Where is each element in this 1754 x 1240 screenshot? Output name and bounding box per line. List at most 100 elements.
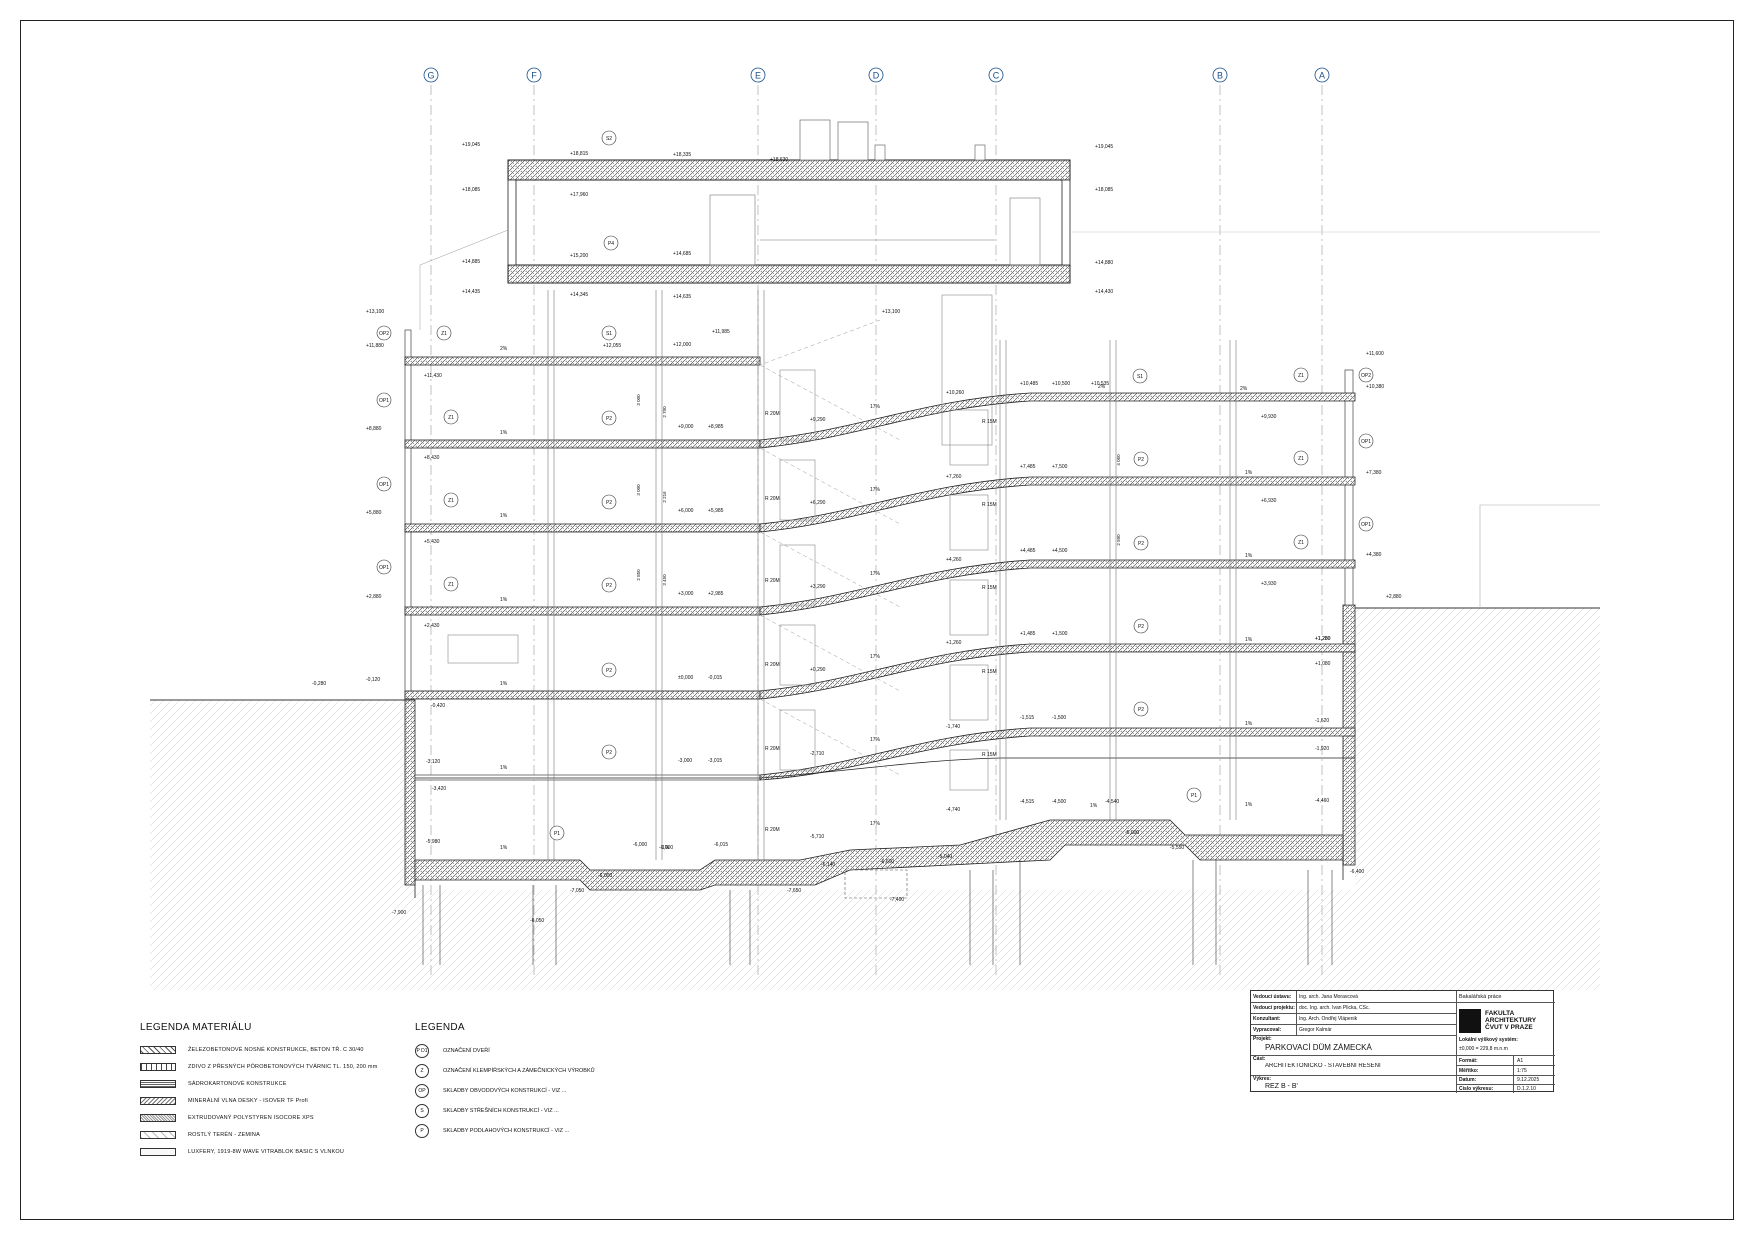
level-label: +7,380 [1366,470,1382,476]
level-label: +13,100 [366,309,384,315]
level-label: +4,380 [1366,552,1382,558]
tag-label: S2 [606,136,612,142]
author-value: Gregor Kalmár [1299,1027,1332,1033]
level-label: +18,815 [570,151,588,157]
tag-label: Z1 [448,498,454,504]
tag-bubble-icon [1133,701,1149,717]
level-label: +18,085 [462,187,480,193]
sheet-frame [20,20,1734,1220]
level-label: +10,535 [1091,381,1109,387]
tag-bubble-icon [443,409,459,425]
project-label: Projekt: [1253,1036,1272,1042]
radius-label: R 15M [982,419,997,425]
level-label: +11,430 [424,373,442,379]
level-label: +2,985 [708,591,724,597]
level-label: +9,000 [678,424,694,430]
level-label: +10,485 [1020,381,1038,387]
level-label: -5,980 [426,839,440,845]
tag-label: P2 [606,750,612,756]
slope-label: 2% [500,346,508,352]
level-label: -3,015 [708,758,722,764]
tag-bubble-icon [601,662,617,678]
grid-axis-bubble [1212,67,1228,83]
level-label: -5,040 [938,854,952,860]
level-label: -4,540 [1105,799,1119,805]
terrain-right [1355,608,1600,990]
level-label: -2,710 [810,751,824,757]
level-label: -5,710 [810,834,824,840]
dimension-label: 2 700 [662,406,667,418]
grid-axis-label: B [1217,71,1223,81]
tag-label: P4 [608,241,614,247]
tag-label: P2 [1138,624,1144,630]
faculty-line: ČVUT V PRAZE [1485,1024,1533,1031]
radius-label: R 20M [765,496,780,502]
slope-label: 17% [870,487,881,493]
tag-bubble-icon [601,130,617,146]
level-label: -1,620 [1315,718,1329,724]
legend-label: OZNAČENÍ KLEMPÍŘSKÝCH A ZÁMEČNICKÝCH VÝR… [443,1068,595,1074]
level-label: -7,400 [890,897,904,903]
level-label: +9,930 [1261,414,1277,420]
radius-label: R 20M [765,827,780,833]
part-label: Část: [1253,1056,1266,1062]
faculty-logo: FAKULTA ARCHITEKTURY ČVUT V PRAZE [1457,1007,1553,1039]
wall-tag-icon: OP [415,1084,429,1098]
level-label: -6,000 [633,842,647,848]
faculty-line: FAKULTA [1485,1010,1515,1017]
tag-label: P1 [1191,793,1197,799]
level-label: +1,280 [1315,636,1331,642]
tag-bubble-icon [1133,535,1149,551]
level-label: +14,635 [673,294,691,300]
number-label: Číslo výkresu: [1459,1086,1494,1092]
legend-material-label: LUXFERY, 1919-8W WAVE VITRABLOK BASIC S … [188,1148,345,1155]
piles [422,860,1333,965]
tag-bubble-icon [601,325,617,341]
level-label: +14,880 [1095,260,1113,266]
tag-bubble-icon [601,494,617,510]
consultant-value: Ing. Arch. Ondřej Vlápenik [1299,1016,1358,1022]
level-label: +14,345 [570,292,588,298]
legend-material-label: ŽELEZOBETONOVÉ NOSNÉ KONSTRUKCE, BETON T… [188,1046,364,1053]
radius-label: R 20M [765,662,780,668]
tag-bubble-icon [1358,433,1374,449]
level-label: +3,290 [810,584,826,590]
legend-material-label: EXTRUDOVANÝ POLYSTYREN ISOCORE XPS [188,1114,314,1121]
tag-label: OP2 [1361,373,1371,379]
tag-label: P2 [606,416,612,422]
level-label: -4,740 [946,807,960,813]
tag-bubble-icon [376,325,392,341]
level-label: +18,085 [1095,187,1113,193]
level-label: +14,685 [673,251,691,257]
level-label: +14,435 [462,289,480,295]
level-label: -0,280 [312,681,326,687]
level-label: -6,140 [821,862,835,868]
tag-label: P2 [1138,541,1144,547]
radius-label: R 20M [765,746,780,752]
right-upper-wall [1344,369,1354,606]
tag-bubble-icon [1293,450,1309,466]
slope-label: 17% [870,571,881,577]
terrain-under [410,890,1355,990]
slope-label: 1% [500,845,508,851]
title-block: Vedoucí ústavu: Ing. arch. Jana Moravcov… [1250,990,1555,1093]
tag-label: OP1 [1361,439,1371,445]
ramp-m2 [415,757,1355,779]
slope-label: 1% [1245,721,1253,727]
tag-bubble-icon [601,744,617,760]
date-label: Datum: [1459,1077,1477,1083]
level-label: +3,000 [678,591,694,597]
radius-label: R 15M [982,669,997,675]
level-label: +9,290 [810,417,826,423]
faculty-crest-icon [1459,1009,1481,1033]
slope-label: 1% [662,845,670,851]
dimension-label: 3 000 [636,394,641,406]
level-label: ±0,000 [678,675,693,681]
level-label: +8,985 [708,424,724,430]
level-label: +4,500 [1052,548,1068,554]
slope-label: 1% [1245,553,1253,559]
